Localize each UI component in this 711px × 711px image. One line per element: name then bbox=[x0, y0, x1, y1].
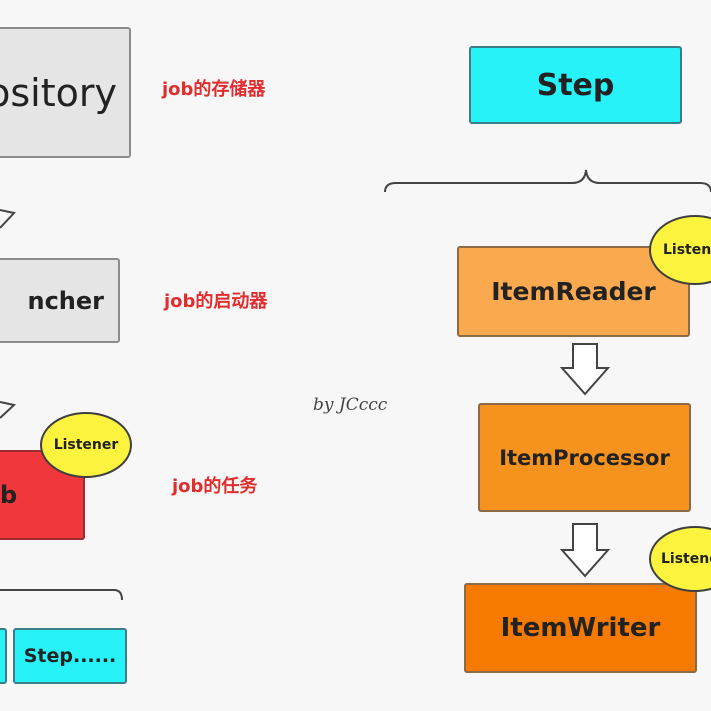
arrow-reader-to-processor bbox=[559, 343, 611, 396]
brace-job-steps bbox=[0, 589, 123, 601]
reader-listener-bubble: Listen bbox=[649, 215, 711, 285]
repository-note: job的存储器 bbox=[162, 79, 266, 100]
job-launcher-box: ncher bbox=[0, 258, 120, 343]
reader-listener-label: Listen bbox=[663, 242, 711, 258]
brace-step-components bbox=[384, 169, 711, 193]
item-processor-box: ItemProcessor bbox=[478, 403, 691, 512]
step-label: Step bbox=[536, 67, 615, 103]
left-step-box: Step...... bbox=[13, 628, 127, 684]
arrow-repository-to-launcher bbox=[0, 209, 16, 229]
left-step-label: Step...... bbox=[23, 645, 117, 667]
arrow-launcher-to-job bbox=[0, 401, 17, 419]
arrow-processor-to-writer bbox=[559, 523, 611, 578]
job-launcher-label: ncher bbox=[27, 286, 104, 315]
job-listener-bubble: Listener bbox=[40, 412, 132, 478]
left-step-box-partial bbox=[0, 628, 7, 684]
job-repository-label: pository bbox=[0, 70, 117, 115]
launcher-note: job的启动器 bbox=[164, 291, 268, 312]
writer-listener-label: Listene bbox=[661, 551, 711, 567]
item-writer-box: ItemWriter bbox=[464, 583, 697, 673]
job-listener-label: Listener bbox=[53, 437, 119, 453]
item-reader-label: ItemReader bbox=[491, 277, 656, 306]
job-note: job的任务 bbox=[172, 476, 258, 497]
job-repository-box: pository bbox=[0, 27, 131, 158]
item-processor-label: ItemProcessor bbox=[499, 445, 670, 470]
job-box: b bbox=[0, 450, 85, 540]
step-box: Step bbox=[469, 46, 682, 124]
author-credit: by JCccc bbox=[313, 395, 388, 415]
job-label: b bbox=[0, 481, 18, 509]
item-writer-label: ItemWriter bbox=[500, 613, 661, 643]
